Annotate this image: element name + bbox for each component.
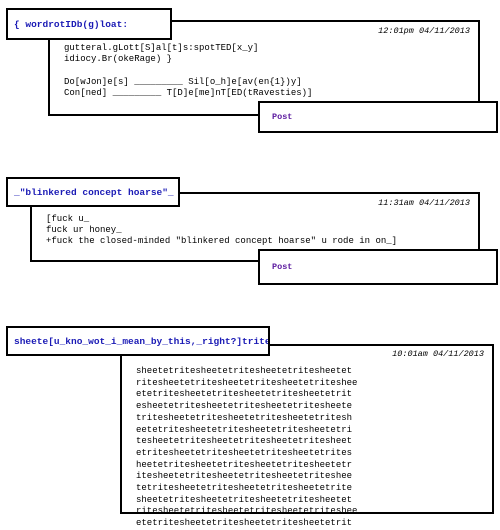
- post-1-post-label: Post: [272, 112, 293, 122]
- body-line: etritesheetetritesheetetritesheetetrites: [136, 447, 353, 458]
- post-1-post-button[interactable]: Post: [258, 101, 498, 133]
- body-line: sheetetritesheetetritesheetetritesheetet: [136, 366, 353, 376]
- post-1-timestamp: 12:01pm 04/11/2013: [378, 26, 470, 36]
- post-3-body: sheetetritesheetetritesheetetritesheetet…: [122, 366, 492, 530]
- post-1-title-box: { wordrotIDb(g)loat:: [6, 8, 172, 40]
- body-line: tritesheetetritesheetetritesheetetritesh: [136, 412, 353, 423]
- body-line: sheetetritesheetetritesheetetritesheetet: [136, 494, 353, 505]
- post-2-timestamp: 11:31am 04/11/2013: [378, 198, 470, 208]
- post-2-post-label: Post: [272, 262, 293, 272]
- post-2-post-button[interactable]: Post: [258, 249, 498, 285]
- body-line: tesheetetritesheetetritesheetetritesheet: [136, 436, 353, 447]
- post-3-title: sheete[u_kno_wot_i_mean_by_this,_right?]…: [14, 336, 268, 347]
- body-line: ritesheetetritesheetetritesheetetriteshe…: [136, 377, 358, 388]
- body-line: eetetritesheetetritesheetetritesheetetri: [136, 424, 353, 435]
- body-line: ritesheetetritesheetetritesheetetriteshe…: [136, 506, 358, 517]
- body-line: esheetetritesheetetritesheetetritesheete: [136, 401, 353, 412]
- body-line: etetritesheetetritesheetetritesheetetrit: [136, 389, 353, 400]
- post-3-title-box: sheete[u_kno_wot_i_mean_by_this,_right?]…: [6, 326, 270, 356]
- body-line: tetritesheetetritesheetetritesheetetrite: [136, 483, 353, 494]
- post-3-body-box: 10:01am 04/11/2013 sheetetritesheetetrit…: [120, 344, 494, 528]
- body-line: etetritesheetetritesheetetritesheetetrit: [136, 518, 353, 529]
- post-1-body: gutteral.gLott[S]al[t]s:spotTED[x_y] idi…: [64, 43, 313, 98]
- post-3-timestamp: 10:01am 04/11/2013: [392, 349, 484, 359]
- body-line: heetetritesheetetritesheetetritesheetetr: [136, 459, 353, 470]
- post-2-title-box: _"blinkered concept hoarse"_: [6, 177, 180, 207]
- post-2-body: [fuck u_ fuck ur honey_ +fuck the closed…: [46, 214, 398, 247]
- post-1-title: { wordrotIDb(g)loat:: [14, 19, 129, 30]
- post-2-title: _"blinkered concept hoarse"_: [14, 187, 174, 198]
- body-line: itesheetetritesheetetritesheetetritesheе: [136, 471, 353, 482]
